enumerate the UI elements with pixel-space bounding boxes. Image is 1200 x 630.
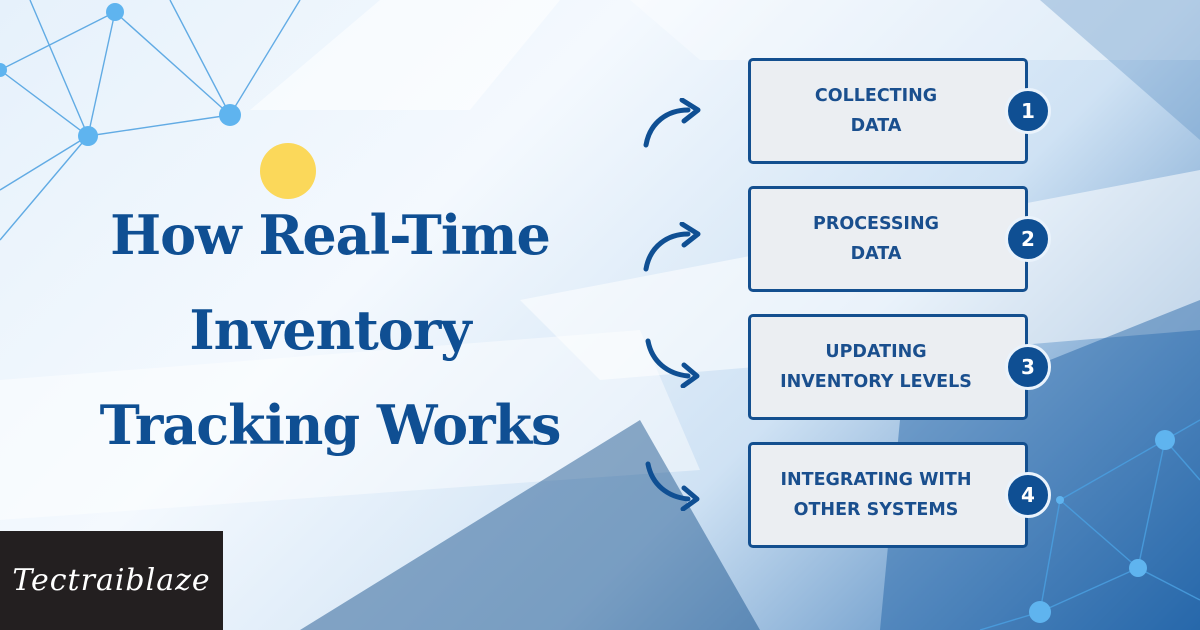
curved-arrow-up-right-icon	[643, 98, 701, 148]
curved-arrow-down-right-icon	[645, 338, 700, 388]
title-line: Tracking Works	[99, 393, 562, 457]
steps-list: COLLECTING DATA 1 PROCESSING DATA 2 UPDA…	[640, 56, 1070, 556]
yellow-circle-decoration	[260, 143, 316, 199]
page-title: How Real-Time Inventory Tracking Works	[85, 188, 575, 473]
step-number-badge: 2	[1005, 216, 1051, 262]
step-card-2: PROCESSING DATA	[748, 186, 1028, 292]
step-card-4: INTEGRATING WITH OTHER SYSTEMS	[748, 442, 1028, 548]
title-line: Inventory	[189, 298, 471, 362]
step-number-badge: 4	[1005, 472, 1051, 518]
step-label: UPDATING INVENTORY LEVELS	[780, 342, 972, 392]
curved-arrow-up-right-icon	[643, 222, 701, 272]
title-line: How Real-Time	[110, 203, 551, 267]
step-label: PROCESSING DATA	[813, 214, 939, 264]
step-card-3: UPDATING INVENTORY LEVELS	[748, 314, 1028, 420]
step-label: INTEGRATING WITH OTHER SYSTEMS	[780, 470, 972, 520]
brand-logo: Tectraiblaze	[0, 531, 223, 630]
curved-arrow-down-right-icon	[645, 461, 700, 511]
step-label: COLLECTING DATA	[814, 86, 938, 136]
step-card-1: COLLECTING DATA	[748, 58, 1028, 164]
step-number-badge: 3	[1005, 344, 1051, 390]
logo-text: Tectraiblaze	[12, 563, 211, 598]
step-number-badge: 1	[1005, 88, 1051, 134]
